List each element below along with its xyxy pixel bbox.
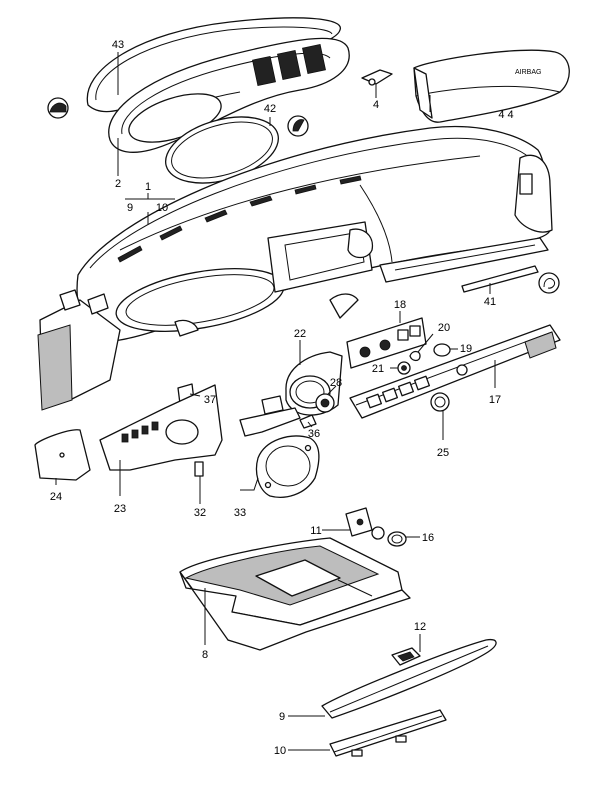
callout-10a: 10 bbox=[156, 202, 168, 214]
callout-22: 22 bbox=[294, 328, 306, 340]
callout-8: 8 bbox=[202, 649, 208, 661]
part-24-end-cap bbox=[34, 429, 91, 481]
callout-24: 24 bbox=[50, 491, 62, 503]
callout-21: 21 bbox=[372, 363, 384, 375]
part-36-bolt bbox=[299, 414, 317, 429]
part-21-knob bbox=[397, 361, 411, 375]
part-25-knob bbox=[430, 392, 450, 412]
callout-28: 28 bbox=[330, 377, 342, 389]
part-18-switch-panel bbox=[346, 317, 427, 369]
part-20-plug bbox=[409, 350, 421, 362]
callout-20: 20 bbox=[438, 322, 450, 334]
callout-9a: 9 bbox=[127, 202, 133, 214]
callout-32: 32 bbox=[194, 507, 206, 519]
callout-42: 42 bbox=[264, 103, 276, 115]
adhesive-symbol-left bbox=[47, 97, 69, 119]
part-17-lower-trim bbox=[349, 324, 561, 419]
callout-43: 43 bbox=[112, 39, 124, 51]
callout-2: 2 bbox=[115, 178, 121, 190]
callout-25: 25 bbox=[437, 447, 449, 459]
part-16-light bbox=[387, 531, 407, 547]
callout-4: 4 bbox=[373, 99, 379, 111]
callout-18: 18 bbox=[394, 299, 406, 311]
part-23-knee-panel bbox=[99, 384, 223, 471]
part-32-clip bbox=[194, 461, 204, 477]
part-4-clip bbox=[361, 69, 393, 86]
part-22-gauge-housing bbox=[285, 351, 343, 416]
part-44-airbag-cover: AIRBAG bbox=[413, 49, 570, 123]
callout-11: 11 bbox=[310, 525, 321, 537]
callout-23: 23 bbox=[114, 503, 126, 515]
part-33-speaker-cover bbox=[255, 435, 320, 498]
part-41-trim-strip bbox=[461, 265, 539, 293]
adhesive-symbol-41 bbox=[538, 272, 560, 294]
callout-36: 36 bbox=[308, 428, 320, 440]
part-1-dashboard bbox=[37, 125, 553, 411]
airbag-emblem: AIRBAG bbox=[515, 69, 541, 76]
callout-12: 12 bbox=[414, 621, 426, 633]
part-8-glove-box bbox=[179, 537, 411, 651]
part-9-handle-strip bbox=[321, 638, 497, 719]
part-12-catch bbox=[391, 647, 421, 666]
part-19-cap bbox=[433, 343, 451, 357]
callout-19: 19 bbox=[460, 343, 472, 355]
callout-37: 37 bbox=[204, 394, 216, 406]
leader-lines bbox=[55, 52, 496, 751]
callout-41: 41 bbox=[484, 296, 496, 308]
callout-17: 17 bbox=[489, 394, 501, 406]
callout-9b: 9 bbox=[279, 711, 285, 723]
part-28-switch bbox=[315, 393, 335, 413]
callout-10b: 10 bbox=[274, 745, 286, 757]
callout-33: 33 bbox=[234, 507, 246, 519]
bracket bbox=[239, 395, 301, 437]
part-2-cluster-bezel bbox=[108, 37, 350, 153]
part-10-hinge-rail bbox=[329, 709, 447, 757]
callout-16: 16 bbox=[422, 532, 434, 544]
part-11-lock bbox=[345, 507, 385, 540]
callout-labels: 43 2 42 4 4 4 1 9 10 41 18 20 21 19 22 2… bbox=[50, 39, 514, 757]
callout-1: 1 bbox=[145, 181, 151, 193]
adhesive-symbol-right bbox=[287, 115, 309, 137]
callout-44: 4 4 bbox=[498, 109, 513, 121]
